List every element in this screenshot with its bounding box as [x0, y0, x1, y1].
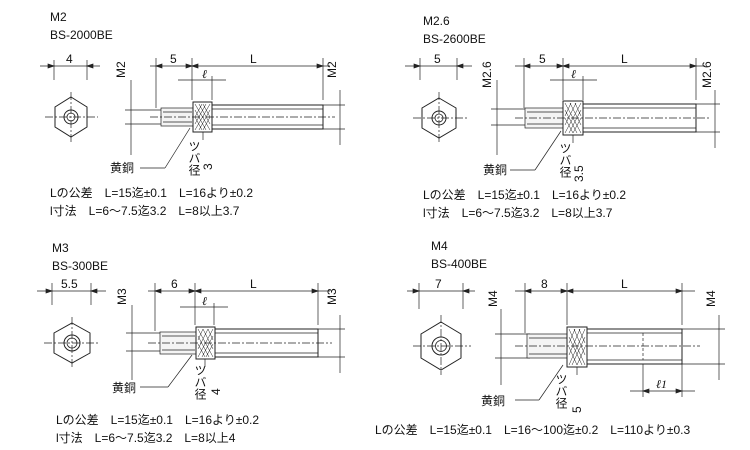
flange-diameter-value: 4: [209, 388, 223, 395]
panel-m2: M2 BS-2000BE: [0, 0, 370, 225]
size-label: M4: [431, 239, 448, 253]
panel-m2-6: M2.6 BS-2600BE: [375, 0, 745, 225]
small-l-label: ℓ: [202, 67, 207, 81]
body-length-label: L: [250, 277, 257, 291]
body-length-label: L: [621, 52, 628, 66]
end-size-label: M4: [704, 290, 718, 307]
panel-m3: M3 BS-300BE: [0, 225, 370, 450]
drawing: [37, 283, 345, 388]
flange-diameter-label: ツバ径: [187, 140, 201, 176]
size-label: M2.6: [423, 14, 450, 28]
size-label: M2: [50, 10, 67, 24]
model-number: BS-300BE: [52, 259, 109, 273]
hex-width-label: 7: [435, 277, 442, 291]
small-l-label: ℓ: [202, 294, 207, 308]
flange-diameter-value: 3.5: [572, 165, 586, 182]
flange-diameter-value: 3: [201, 163, 215, 170]
panel-m4: M4 BS-400BE: [375, 225, 745, 450]
end-size-label: M2: [325, 61, 339, 78]
flange-diameter-label: ツバ径: [558, 142, 572, 178]
body-length-label: L: [250, 52, 257, 66]
thread-length-label: 6: [171, 277, 178, 291]
material-label: 黄銅: [110, 161, 135, 175]
end-size-label: M3: [325, 288, 339, 305]
material-label: 黄銅: [481, 394, 506, 408]
small-l-label: ℓ: [571, 67, 576, 81]
drawing: [40, 58, 345, 169]
material-label: 黄銅: [112, 381, 137, 395]
model-number: BS-2000BE: [50, 28, 113, 42]
flange-diameter-label: ツバ径: [554, 373, 568, 409]
l-dimension: l寸法 L=6〜7.5迄3.2 L=8以上3.7: [50, 204, 240, 218]
end-size-label: M2.6: [700, 61, 714, 88]
thread-size-label: M3: [115, 288, 129, 305]
drawing: [405, 58, 720, 171]
body-length-label: L: [621, 277, 628, 291]
size-label: M3: [52, 241, 69, 255]
hex-width-label: 5.5: [61, 277, 78, 291]
small-l1-label: ℓ1: [656, 377, 667, 391]
length-tolerance: Lの公差 L=15迄±0.1 L=16より±0.2: [50, 186, 254, 200]
length-tolerance: Lの公差 L=15迄±0.1 L=16より±0.2: [56, 413, 260, 427]
length-tolerance: Lの公差 L=15迄±0.1 L=16〜100迄±0.2 L=110より±0.3: [375, 423, 691, 437]
l-dimension: l寸法 L=6〜7.5迄3.2 L=8以上4: [56, 431, 236, 445]
thread-length-label: 5: [539, 52, 546, 66]
thread-length-label: 5: [170, 52, 177, 66]
hex-width-label: 5: [434, 52, 441, 66]
model-number: BS-400BE: [431, 257, 488, 271]
length-tolerance: Lの公差 L=15迄±0.1 L=16より±0.2: [423, 188, 627, 202]
material-label: 黄銅: [483, 163, 508, 177]
thread-length-label: 8: [541, 277, 548, 291]
flange-diameter-value: 5: [570, 406, 584, 413]
hex-width-label: 4: [66, 52, 73, 66]
model-number: BS-2600BE: [423, 32, 486, 46]
thread-size-label: M2.6: [480, 61, 494, 88]
l-dimension: l寸法 L=6〜7.5迄3.2 L=8以上3.7: [423, 206, 613, 220]
thread-size-label: M4: [486, 290, 500, 307]
thread-size-label: M2: [114, 61, 128, 78]
flange-diameter-label: ツバ径: [193, 364, 207, 400]
drawing: [407, 283, 725, 401]
